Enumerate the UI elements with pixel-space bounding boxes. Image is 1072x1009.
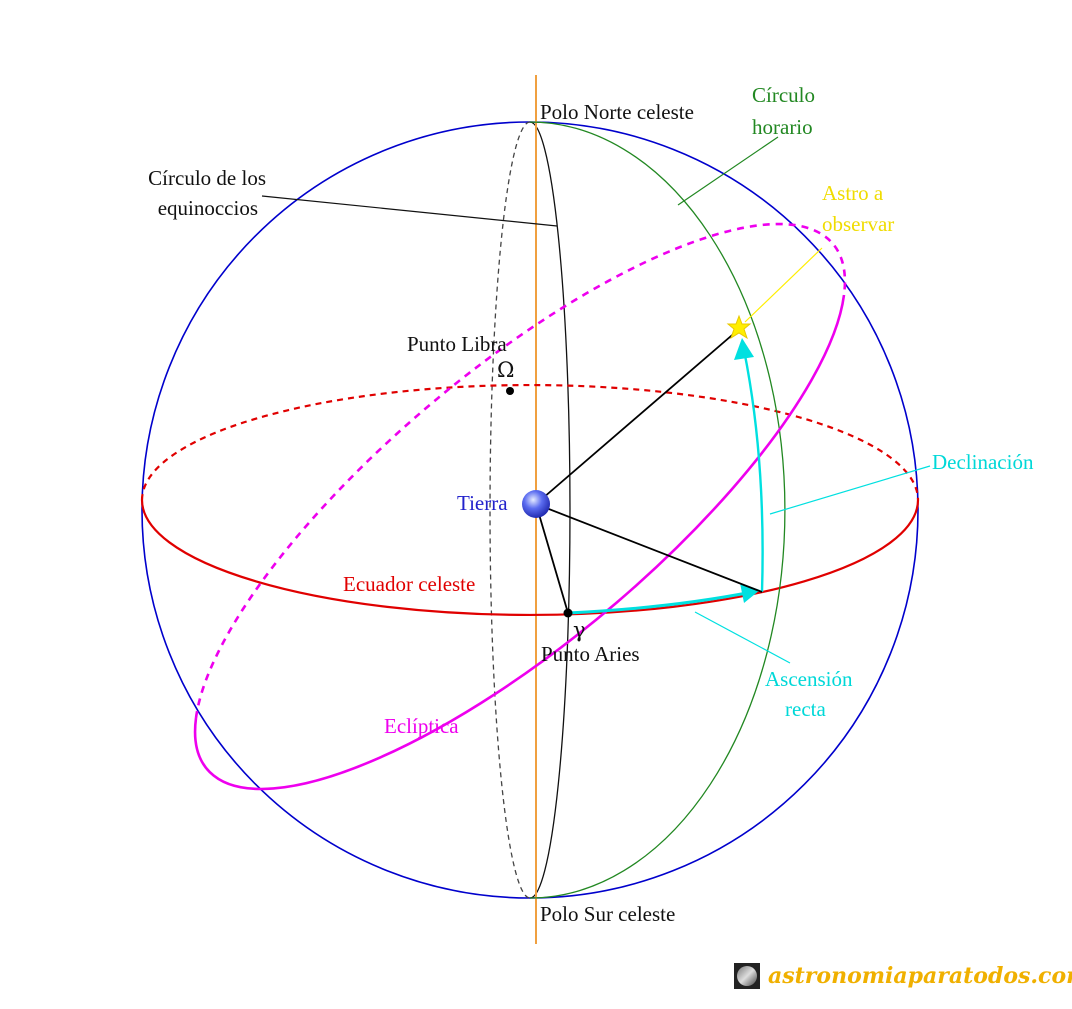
- declination-label: Declinación: [932, 450, 1034, 474]
- right-ascension-label-line2: recta: [785, 697, 826, 721]
- star-label-line2: observar: [822, 212, 894, 236]
- libra-point-label: Punto Libra: [407, 332, 507, 356]
- equinox-circle-leader: [261, 195, 558, 227]
- site-credit: astronomiaparatodos.com: [768, 963, 1072, 989]
- aries-symbol: γ: [573, 618, 586, 642]
- star-label-line1: Astro a: [822, 181, 884, 205]
- earth-to-hour-equator-line: [535, 503, 763, 593]
- earth-icon: [522, 490, 550, 518]
- hour-circle-label-line2: horario: [752, 115, 813, 139]
- equinox-circle-label-line1: Círculo de los: [148, 166, 266, 190]
- ecliptic-back: [194, 222, 847, 719]
- earth-to-star-line: [535, 329, 739, 505]
- north-pole-label: Polo Norte celeste: [540, 100, 694, 124]
- earth-label: Tierra: [457, 491, 508, 515]
- celestial-equator-back: [140, 383, 920, 501]
- aries-point-label: Punto Aries: [541, 642, 640, 666]
- celestial-equator-front: [140, 499, 920, 617]
- right-ascension-leader: [694, 611, 791, 664]
- right-ascension-label-line1: Ascensión: [765, 667, 853, 691]
- libra-symbol: Ω: [497, 358, 514, 382]
- celestial-equator-label: Ecuador celeste: [343, 572, 475, 596]
- aries-point-marker: [563, 608, 573, 618]
- equinox-circle-label-line2: equinoccios: [158, 196, 258, 220]
- libra-point-marker: [506, 387, 514, 395]
- declination-leader: [769, 465, 931, 515]
- hour-circle: [529, 121, 786, 899]
- declination-arrowhead: [734, 338, 754, 360]
- right-ascension-arrowhead: [740, 583, 760, 603]
- declination-arc: [742, 349, 764, 593]
- star-leader: [744, 247, 823, 323]
- ecliptic-label: Eclíptica: [384, 714, 459, 738]
- ecliptic-front: [193, 294, 846, 791]
- hour-circle-leader: [677, 136, 779, 206]
- earth-to-aries-line: [535, 503, 569, 614]
- site-logo: [734, 963, 760, 989]
- equinox-circle-front: [529, 121, 571, 899]
- right-ascension-arc: [567, 590, 753, 615]
- star-icon: [726, 314, 752, 340]
- south-pole-label: Polo Sur celeste: [540, 902, 675, 926]
- hour-circle-label-line1: Círculo: [752, 83, 815, 107]
